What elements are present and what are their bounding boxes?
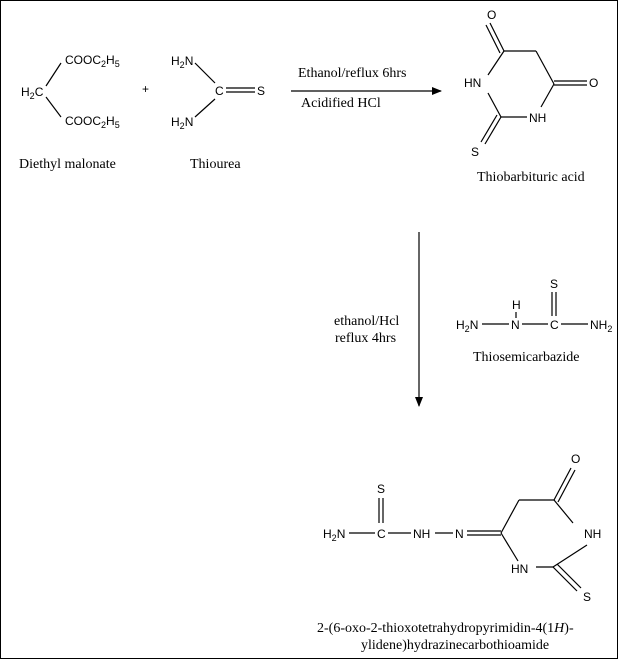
- double-bond: [485, 24, 501, 54]
- double-bond: [489, 22, 505, 52]
- diethyl-malonate-structure: COOC2H5 H2C COOC2H5 Diethyl malonate: [19, 53, 120, 172]
- nh-group: NH: [413, 527, 430, 541]
- amine-group: H2N: [456, 318, 478, 334]
- amine-group-bottom: H2N: [171, 115, 193, 131]
- product-structure: S H2N C NH N O NH HN S 2-(6-oxo-2-thioxo…: [317, 452, 601, 653]
- double-bond: [557, 469, 576, 503]
- bond: [553, 499, 574, 524]
- thiosemicarbazide-structure: S H H2N N C NH2 Thiosemicarbazide: [456, 277, 612, 365]
- oxygen-atom: O: [487, 8, 496, 22]
- bond: [500, 532, 519, 562]
- amine-group-top: H2N: [171, 54, 193, 70]
- thiobarbituric-acid-label: Thiobarbituric acid: [477, 170, 585, 185]
- product-name-line2: ylidene)hydrazinecarbothioamide: [361, 638, 549, 653]
- hn-group: HN: [464, 76, 481, 90]
- step2-condition-1: ethanol/Hcl: [334, 314, 399, 329]
- double-bond: [552, 566, 578, 592]
- bond: [194, 98, 216, 118]
- amine-group: NH2: [590, 318, 612, 334]
- sulfur-atom: S: [257, 84, 265, 98]
- hn-ring-group: HN: [511, 562, 528, 576]
- reaction-arrow-step1: Ethanol/reflux 6hrs Acidified HCl: [291, 66, 442, 111]
- step2-condition-2: reflux 4hrs: [335, 331, 396, 346]
- nh-group: NH: [529, 111, 546, 125]
- bond: [552, 544, 588, 568]
- nitrogen-atom: N: [511, 318, 520, 332]
- sulfur-atom: S: [550, 277, 558, 291]
- product-name-line1: 2-(6-oxo-2-thioxotetrahydropyrimidin-4(1…: [317, 621, 574, 636]
- step1-condition-2: Acidified HCl: [301, 96, 381, 111]
- bond: [500, 499, 520, 534]
- oxygen-atom: O: [571, 452, 580, 466]
- plus-sign: +: [142, 82, 149, 96]
- ch2-group: H2C: [21, 85, 44, 101]
- ester-group-top: COOC2H5: [65, 53, 120, 69]
- double-bond: [484, 116, 502, 145]
- bond: [194, 62, 216, 84]
- sulfur-atom: S: [377, 482, 385, 496]
- bond: [487, 92, 502, 118]
- carbon-atom: C: [550, 318, 559, 332]
- diethyl-malonate-label: Diethyl malonate: [19, 157, 116, 172]
- carbon-atom: C: [215, 84, 224, 98]
- nh-ring-group: NH: [584, 527, 601, 541]
- bond: [535, 50, 555, 85]
- bond: [45, 62, 62, 87]
- double-bond: [556, 563, 582, 589]
- thiosemicarbazide-label: Thiosemicarbazide: [473, 350, 580, 365]
- bond: [487, 50, 505, 76]
- nitrogen-atom: N: [455, 527, 464, 541]
- sulfur-atom: S: [471, 145, 479, 159]
- amine-group: H2N: [323, 527, 345, 543]
- sulfur-atom: S: [583, 590, 591, 604]
- bond: [540, 83, 555, 108]
- thiourea-structure: H2N H2N C S Thiourea: [171, 54, 265, 172]
- carbon-atom: C: [377, 527, 386, 541]
- thiobarbituric-acid-structure: O O HN NH S Thiobarbituric acid: [464, 8, 598, 185]
- ester-group-bottom: COOC2H5: [65, 114, 120, 130]
- thiourea-label: Thiourea: [190, 157, 241, 172]
- oxygen-atom: O: [589, 76, 598, 90]
- double-bond: [553, 467, 572, 501]
- double-bond: [480, 114, 498, 143]
- bond: [45, 96, 62, 118]
- hydrogen-atom: H: [512, 298, 521, 312]
- step1-condition-1: Ethanol/reflux 6hrs: [298, 66, 406, 81]
- reaction-arrow-step2: ethanol/Hcl reflux 4hrs: [334, 232, 423, 407]
